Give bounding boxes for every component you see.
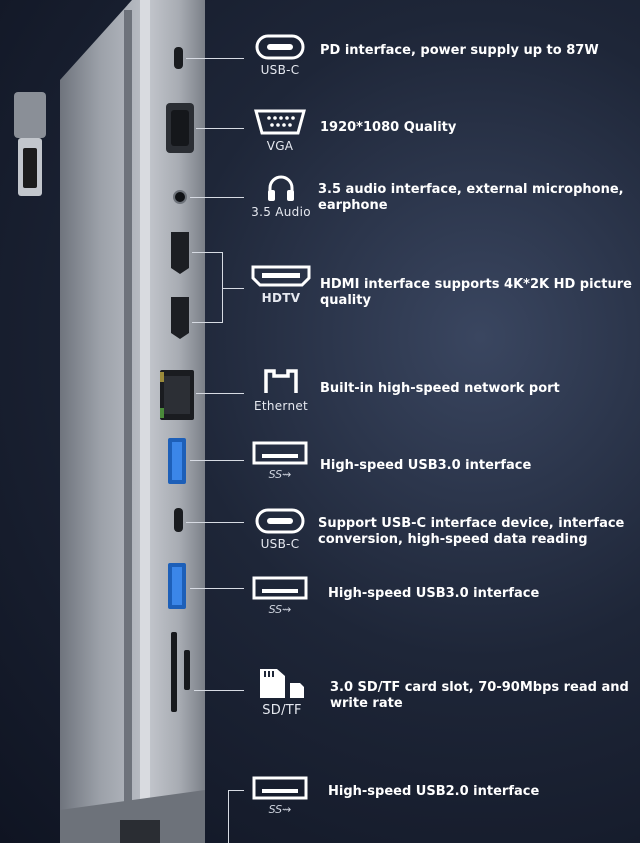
ethernet-label-group: Ethernet [244, 368, 318, 413]
port-description: Support USB-C interface device, interfac… [318, 516, 625, 547]
usb-a-icon [252, 776, 308, 800]
usb-c-icon [255, 34, 305, 60]
usb-c-label-group-2: USB-C [250, 508, 310, 551]
audio-label-group: 3.5 Audio [244, 174, 318, 219]
connector-line [222, 288, 244, 289]
port-description: 1920*1080 Quality [320, 120, 457, 135]
port-description: 3.0 SD/TF card slot, 70-90Mbps read and … [330, 680, 629, 711]
connector-line [192, 322, 222, 323]
usb-c-icon [255, 508, 305, 534]
port-caption: USB-C [260, 537, 300, 551]
port-caption: USB-C [260, 63, 300, 77]
hub-back-panel [60, 0, 140, 843]
usb-c-label-group: USB-C [250, 34, 310, 77]
port-description: HDMI interface supports 4K*2K HD picture… [320, 277, 632, 308]
connector-line [186, 522, 244, 523]
superspeed-icon: SS⇝ [268, 803, 292, 816]
usb3-label-group-1: SS⇝ [250, 441, 310, 481]
audio-jack [173, 190, 187, 204]
port-caption: Ethernet [253, 399, 309, 413]
port-caption: 3.5 Audio [251, 205, 311, 219]
vga-icon [254, 109, 306, 135]
hdmi-port-2 [171, 297, 189, 339]
connector-line [222, 252, 223, 323]
port-caption: VGA [266, 139, 294, 153]
superspeed-icon: SS⇝ [268, 603, 292, 616]
connector-line [196, 128, 244, 129]
port-description: High-speed USB3.0 interface [328, 586, 540, 601]
port-description: High-speed USB2.0 interface [328, 784, 540, 799]
superspeed-icon: SS⇝ [268, 468, 292, 481]
tf-card-slot [184, 650, 190, 690]
port-description: PD interface, power supply up to 87W [320, 43, 599, 58]
headphones-icon [268, 175, 294, 201]
connector-line [194, 690, 244, 691]
connector-line [228, 790, 244, 791]
connector-line [190, 197, 244, 198]
connector-line [228, 790, 229, 843]
hdmi-label-group: HDTV [248, 264, 314, 305]
usb-a-icon [252, 576, 308, 600]
usb-c-port-1 [174, 47, 183, 69]
sd-tf-label-group: SD/TF [250, 666, 314, 718]
vga-label-group: VGA [250, 108, 310, 153]
port-description: 3.5 audio interface, external microphone… [318, 182, 624, 213]
cable-plug-housing [14, 92, 46, 138]
connector-line [190, 460, 244, 461]
connector-line [196, 393, 244, 394]
hdmi-icon [251, 265, 311, 287]
hdmi-port-1 [171, 232, 189, 274]
hub-port-panel [140, 0, 205, 843]
usb-a-icon [252, 441, 308, 465]
port-description: High-speed USB3.0 interface [320, 458, 532, 473]
connector-line [190, 588, 244, 589]
usb3-label-group-2: SS⇝ [250, 576, 310, 616]
connector-line [186, 58, 244, 59]
sd-card-slot [171, 632, 177, 712]
sd-card-icon [260, 669, 304, 698]
port-caption: HDTV [261, 291, 301, 305]
ethernet-icon [264, 369, 298, 393]
usb-c-port-2 [174, 508, 183, 532]
port-description: Built-in high-speed network port [320, 381, 560, 396]
connector-line [192, 252, 222, 253]
usb2-label-group: SS⇝ [250, 776, 310, 816]
port-caption: SD/TF [262, 703, 302, 718]
